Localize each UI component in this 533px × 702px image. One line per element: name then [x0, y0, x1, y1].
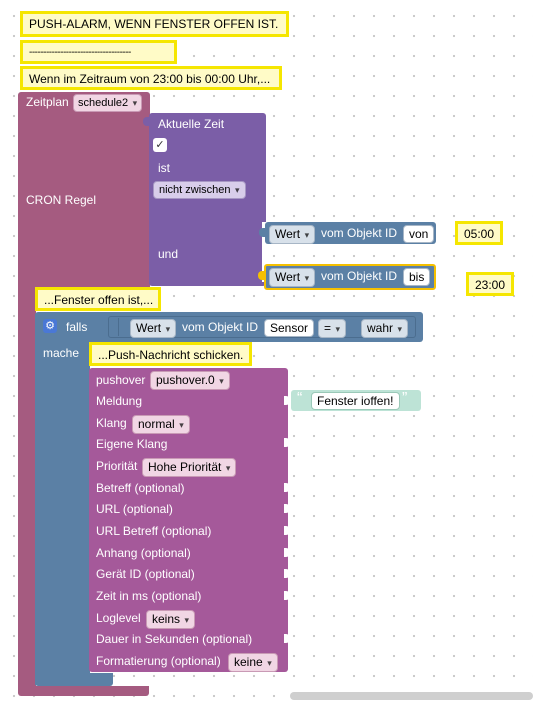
url-label: URL (optional) [96, 502, 173, 516]
message-text-field[interactable]: Fenster ioffen! [311, 392, 400, 410]
schedule-block-footer [18, 686, 149, 696]
duration-input-slot [284, 634, 290, 643]
pushover-label: pushover [96, 373, 146, 387]
object-von-id-field[interactable]: von [403, 225, 435, 243]
custom-sound-input-slot [284, 438, 290, 447]
current-time-label: Aktuelle Zeit [158, 117, 225, 131]
time-block[interactable] [149, 113, 266, 286]
compare-operator-dropdown[interactable]: = [318, 319, 347, 338]
schedule-name-dropdown[interactable]: schedule2 [73, 94, 143, 112]
url-input-slot [284, 504, 290, 513]
divider-comment[interactable]: ------------------------------------ [20, 40, 177, 64]
subject-label: Betreff (optional) [96, 481, 185, 495]
format-dropdown[interactable]: keine [228, 653, 278, 672]
attachment-input-slot [284, 548, 290, 557]
object-bis-label: vom Objekt ID [321, 269, 398, 283]
object-bis-connector [258, 271, 264, 280]
sound-label: Klang [96, 416, 127, 430]
compare-value-dropdown[interactable]: wahr [361, 319, 409, 338]
device-label: Gerät ID (optional) [96, 567, 195, 581]
horizontal-scrollbar[interactable] [290, 692, 533, 700]
include-checkbox[interactable]: ✓ [153, 138, 167, 152]
object-von-connector [259, 228, 265, 237]
priority-label: Priorität [96, 459, 138, 473]
priority-dropdown[interactable]: Hohe Priorität [142, 458, 237, 477]
window-open-comment[interactable]: ...Fenster offen ist,... [35, 287, 161, 311]
from-time-comment[interactable]: 05:00 [455, 221, 503, 245]
pushover-instance-dropdown[interactable]: pushover.0 [150, 371, 230, 390]
condition-object-label: vom Objekt ID [182, 320, 259, 334]
device-input-slot [284, 569, 290, 578]
subject-input-slot [284, 483, 290, 492]
message-label: Meldung [96, 394, 143, 408]
sound-dropdown[interactable]: normal [132, 415, 190, 434]
message-input-slot [284, 396, 290, 405]
loglevel-dropdown[interactable]: keins [146, 610, 196, 629]
cron-label: CRON Regel [26, 193, 97, 207]
schedule-block[interactable] [18, 92, 150, 287]
loglevel-label: Loglevel [96, 611, 141, 625]
url-subject-label: URL Betreff (optional) [96, 524, 212, 538]
attachment-label: Anhang (optional) [96, 546, 191, 560]
and-label: und [158, 247, 179, 261]
format-label: Formatierung (optional) [96, 654, 221, 668]
schedule-block-stem [18, 285, 36, 693]
title-comment[interactable]: PUSH-ALARM, WENN FENSTER OFFEN IST. [20, 11, 289, 37]
message-close-quote: ” [402, 390, 408, 407]
message-open-quote: “ [297, 390, 303, 407]
timerange-comment[interactable]: Wenn im Zeitraum von 23:00 bis 00:00 Uhr… [20, 66, 282, 90]
time-block-inner [262, 222, 272, 282]
do-label: mache [43, 346, 80, 360]
if-block-stem [35, 340, 90, 685]
time-ms-input-slot [284, 591, 290, 600]
push-comment[interactable]: ...Push-Nachricht schicken. [89, 342, 252, 366]
url-subject-input-slot [284, 526, 290, 535]
schedule-label: Zeitplan [26, 95, 69, 109]
custom-sound-label: Eigene Klang [96, 437, 168, 451]
if-label: falls [66, 320, 88, 334]
operator-dropdown[interactable]: nicht zwischen [153, 181, 246, 199]
duration-label: Dauer in Sekunden (optional) [96, 632, 253, 646]
object-bis-value-dropdown[interactable]: Wert [269, 268, 316, 287]
time-block-connector [143, 117, 149, 126]
to-time-comment[interactable]: 23:00 [466, 272, 514, 296]
condition-id-field[interactable]: Sensor [264, 319, 315, 337]
condition-value-dropdown[interactable]: Wert [130, 319, 177, 338]
object-bis-id-field[interactable]: bis [403, 268, 431, 286]
object-von-label: vom Objekt ID [321, 226, 398, 240]
if-block-footer [35, 673, 113, 686]
object-von-value-dropdown[interactable]: Wert [269, 225, 316, 244]
gear-icon[interactable]: ⚙ [43, 319, 57, 333]
time-ms-label: Zeit in ms (optional) [96, 589, 202, 603]
is-label: ist [158, 161, 170, 175]
